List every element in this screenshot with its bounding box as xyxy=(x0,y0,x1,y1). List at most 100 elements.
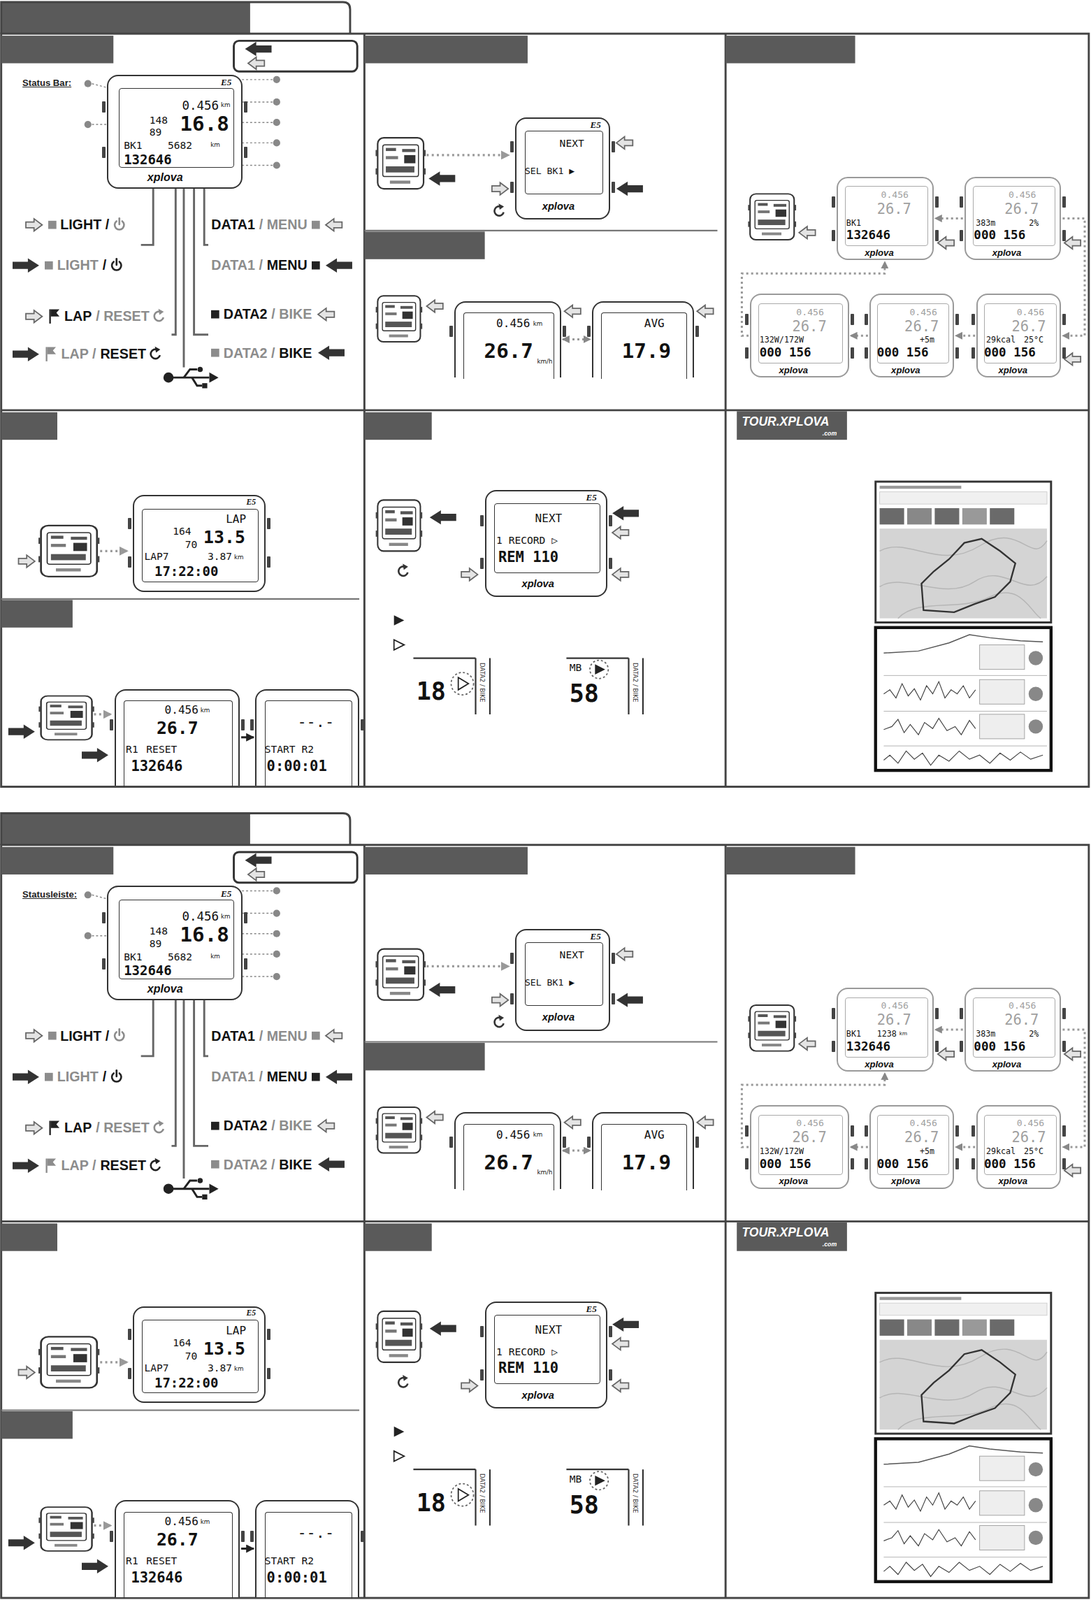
side-button xyxy=(449,325,453,337)
drawing-use xyxy=(114,218,124,230)
lcd-readout: +5m xyxy=(919,1146,935,1156)
lcd-readout: 26.7 xyxy=(877,1011,912,1029)
screen-sequence-connector xyxy=(562,338,591,341)
brand-logo: E5 xyxy=(589,930,601,943)
button-name: LIGHT xyxy=(57,257,99,274)
button-icon xyxy=(211,344,220,361)
brand-logo: E5 xyxy=(589,119,601,131)
lcd-readout: 132646 xyxy=(846,1039,891,1054)
lcd-readout: km xyxy=(533,320,544,328)
press-arrow xyxy=(12,345,40,363)
side-button xyxy=(102,912,106,924)
lcd-readout: 16.8 xyxy=(179,111,229,137)
button-name: DATA2 xyxy=(223,306,268,323)
side-button xyxy=(241,1530,245,1542)
screen-sequence-connector xyxy=(955,1146,975,1149)
lcd-readout: 17:22:00 xyxy=(154,563,219,580)
side-button xyxy=(510,181,514,193)
lcd-readout: 0.456 xyxy=(496,1128,530,1142)
drawing-use xyxy=(25,218,42,231)
side-button xyxy=(1062,1158,1066,1170)
logo-text: .com xyxy=(822,429,837,437)
lcd-readout: 0.456 xyxy=(1016,306,1045,319)
drawing-use xyxy=(311,220,321,229)
button-icon xyxy=(311,257,321,274)
drawing-use xyxy=(318,1157,345,1172)
drawing-use xyxy=(311,1072,321,1081)
side-button xyxy=(971,347,975,359)
brand-logo: E5 xyxy=(586,1303,597,1315)
button-name: / MENU xyxy=(259,216,308,233)
power-icon xyxy=(110,257,124,274)
drawing-use xyxy=(48,1120,60,1135)
lcd-readout: NEXT xyxy=(559,136,585,150)
brand-logo: E5 xyxy=(220,76,232,89)
lcd-readout: 0.456 xyxy=(164,1514,199,1528)
drawing-use xyxy=(12,1158,40,1173)
drawing-use xyxy=(48,308,60,323)
side-button xyxy=(1062,1125,1066,1137)
device-display: 0.456km26.7km/h xyxy=(454,301,562,379)
lcd-readout: 26.7 xyxy=(156,1529,199,1551)
lcd-readout: 29kcal xyxy=(986,1146,1016,1156)
lcd-readout: 89 xyxy=(149,937,163,950)
brand-logo: E5 xyxy=(220,888,232,900)
side-button xyxy=(611,141,616,153)
side-button xyxy=(955,1125,959,1137)
drawing-use xyxy=(46,1158,57,1173)
side-button xyxy=(745,313,749,325)
lcd-readout: 26.7 xyxy=(791,1128,827,1147)
side-button xyxy=(127,556,132,568)
lcd-readout: 0.456 xyxy=(164,703,199,717)
side-button xyxy=(745,347,749,359)
button-name: / xyxy=(102,257,107,274)
lcd-readout: 0.456 xyxy=(881,189,910,201)
screen-sequence-connector xyxy=(1062,1029,1085,1147)
button-icon xyxy=(211,306,220,323)
lcd-readout: 0:00:01 xyxy=(266,757,328,776)
lcd-readout: 2% xyxy=(1028,218,1039,228)
side-button xyxy=(608,1325,613,1338)
lcd-readout: LAP xyxy=(225,512,247,526)
lcd-readout: BK1 xyxy=(846,218,862,228)
device-display: --.-START R20:00:01 xyxy=(255,1499,360,1598)
brand-logo: xplova xyxy=(992,1058,1022,1071)
device-display: 0.45626.7+5m000 156xplova xyxy=(869,1104,955,1189)
device-display: 0.45626.7132W/172W000 156xplova xyxy=(749,293,850,378)
side-button xyxy=(608,1369,613,1381)
lcd-readout: 26.7 xyxy=(1011,1128,1046,1147)
screen-sequence-connector xyxy=(562,1149,591,1152)
device-display: 0.456km14816.889BK15682km132646xplovaE5 xyxy=(106,885,243,1001)
lcd-readout: MB xyxy=(569,1472,583,1486)
brand-logo: xplova xyxy=(779,364,809,377)
lcd-readout: 164 xyxy=(172,1336,191,1349)
lcd-readout: 17.9 xyxy=(622,338,671,364)
device-display: --.-START R20:00:01 xyxy=(255,689,360,787)
button-name: / xyxy=(102,1068,107,1085)
press-arrow xyxy=(325,1027,342,1044)
side-button xyxy=(1062,196,1066,208)
lcd-readout: 0.456 xyxy=(909,1117,938,1129)
side-button xyxy=(611,993,616,1005)
side-button xyxy=(959,196,964,208)
drawing-use xyxy=(44,261,54,270)
side-button xyxy=(102,958,106,970)
button-name: DATA2 / xyxy=(223,345,276,362)
lcd-readout: 26.7 xyxy=(877,200,912,219)
lcd-readout: 1 RECORD ▷ xyxy=(496,533,558,547)
button-name: RESET xyxy=(99,1157,147,1174)
brand-logo: E5 xyxy=(246,1308,256,1319)
button-name: DATA2 / BIKE xyxy=(631,662,640,702)
lcd-readout: km/h xyxy=(536,1168,553,1177)
lcd-readout: 3.87 xyxy=(207,550,233,563)
button-name: DATA2 xyxy=(223,1117,268,1134)
lcd-readout: 132W/172W xyxy=(759,1146,804,1156)
lcd-readout: 0.456 xyxy=(1016,1117,1045,1129)
lcd-readout: 000 156 xyxy=(759,1156,812,1172)
lcd-readout: BK1 xyxy=(123,950,142,964)
press-arrow xyxy=(325,257,353,274)
drawing-use xyxy=(25,1029,42,1043)
lcd-readout: 0.456 xyxy=(881,1000,910,1012)
drawing-use xyxy=(44,1072,54,1081)
side-button xyxy=(1062,1007,1066,1020)
